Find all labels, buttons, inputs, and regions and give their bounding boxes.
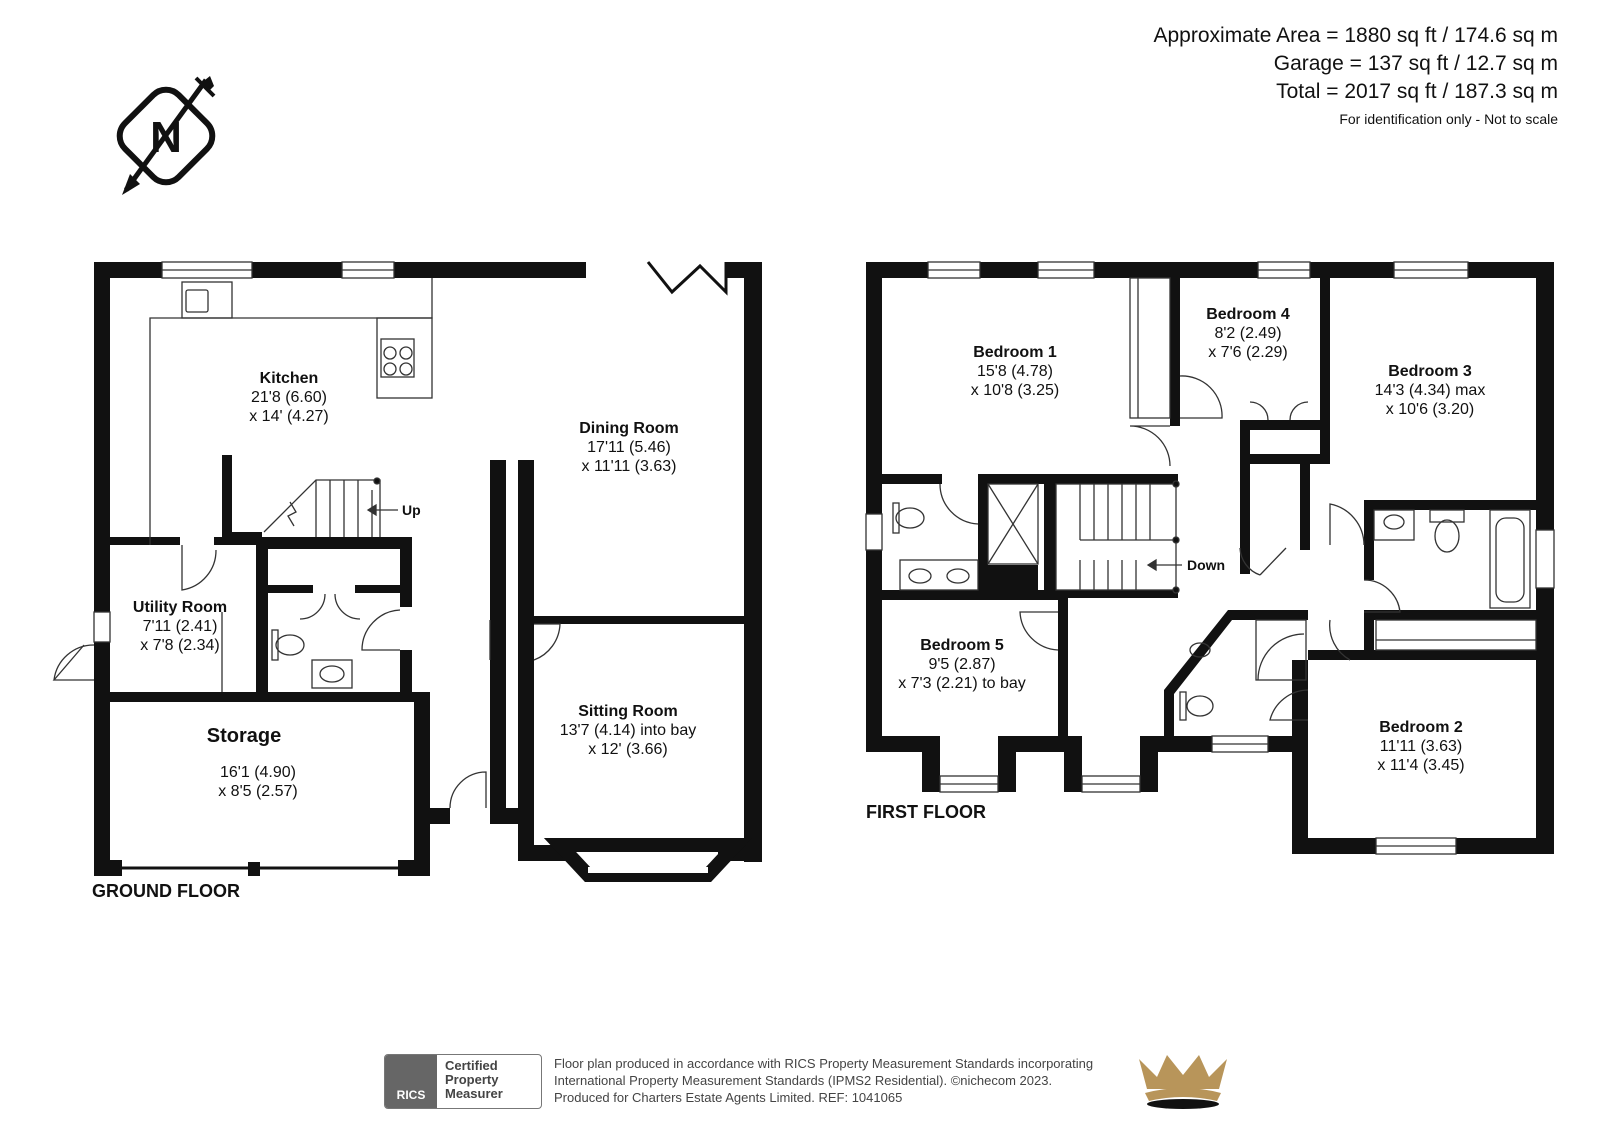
approximate-area: Approximate Area = 1880 sq ft / 174.6 sq… [1153, 24, 1559, 47]
room-name: Dining Room [579, 420, 679, 437]
room-dims: 13'7 (4.14) into bay [560, 722, 696, 739]
room-dims: x 7'8 (2.34) [140, 637, 220, 654]
room-name: Kitchen [260, 370, 319, 387]
credits-line: International Property Measurement Stand… [554, 1073, 1053, 1088]
room-dims: x 7'3 (2.21) to bay [898, 675, 1026, 692]
area-summary: Approximate Area = 1880 sq ft / 174.6 sq… [1154, 22, 1559, 130]
scale-note: For identification only - Not to scale [1339, 111, 1558, 127]
rics-logo: RICS [385, 1055, 437, 1108]
room-dims: 16'1 (4.90) [220, 764, 296, 781]
room-dims: x 10'6 (3.20) [1386, 401, 1474, 418]
total-area: Total = 2017 sq ft / 187.3 sq m [1276, 80, 1558, 103]
north-arrow-icon: N [116, 76, 216, 195]
room-dims: 17'11 (5.46) [587, 439, 671, 456]
credits-line: Produced for Charters Estate Agents Limi… [554, 1090, 903, 1105]
room-name: Bedroom 3 [1388, 363, 1472, 380]
room-dims: 21'8 (6.60) [251, 389, 327, 406]
compass-letter: N [150, 113, 182, 162]
room-dims: 9'5 (2.87) [928, 656, 995, 673]
room-name: Utility Room [133, 599, 227, 616]
room-dims: x 11'4 (3.45) [1377, 757, 1464, 774]
ground-floor-details [52, 261, 753, 882]
first-floor-details [865, 261, 1555, 855]
ground-floor-labels: Kitchen 21'8 (6.60) x 14' (4.27) Dining … [92, 370, 696, 901]
stairs-up-label: Up [402, 502, 421, 518]
room-dims: x 7'6 (2.29) [1208, 344, 1288, 361]
rics-badge-text: Certified Property Measurer [445, 1058, 503, 1101]
room-dims: 14'3 (4.34) max [1375, 382, 1486, 399]
room-dims: x 11'11 (3.63) [582, 458, 677, 475]
room-dims: x 12' (3.66) [588, 741, 668, 758]
room-dims: 15'8 (4.78) [977, 363, 1053, 380]
first-floor-labels: Bedroom 1 15'8 (4.78) x 10'8 (3.25) Bedr… [866, 306, 1485, 822]
room-name: Storage [207, 725, 281, 747]
room-name: Bedroom 1 [973, 344, 1057, 361]
room-name: Bedroom 2 [1379, 719, 1463, 736]
garage-area: Garage = 137 sq ft / 12.7 sq m [1273, 52, 1558, 75]
room-name: Bedroom 5 [920, 637, 1004, 654]
ground-floor-plan [94, 262, 762, 876]
room-dims: x 10'8 (3.25) [971, 382, 1059, 399]
first-floor-label: FIRST FLOOR [866, 802, 986, 822]
room-dims: 7'11 (2.41) [143, 618, 218, 635]
room-name: Bedroom 4 [1206, 306, 1290, 323]
ground-floor-label: GROUND FLOOR [92, 881, 240, 901]
room-dims: x 8'5 (2.57) [218, 783, 298, 800]
floorplan-credits: Floor plan produced in accordance with R… [554, 1055, 1134, 1106]
credits-line: Floor plan produced in accordance with R… [554, 1056, 1094, 1071]
room-dims: x 14' (4.27) [249, 408, 329, 425]
rics-certified-badge: RICS Certified Property Measurer [384, 1054, 542, 1109]
crown-logo-icon [1139, 1055, 1227, 1109]
room-dims: 11'11 (3.63) [1380, 738, 1463, 755]
room-dims: 8'2 (2.49) [1214, 325, 1281, 342]
room-name: Sitting Room [578, 703, 678, 720]
stairs-down-label: Down [1187, 557, 1225, 573]
